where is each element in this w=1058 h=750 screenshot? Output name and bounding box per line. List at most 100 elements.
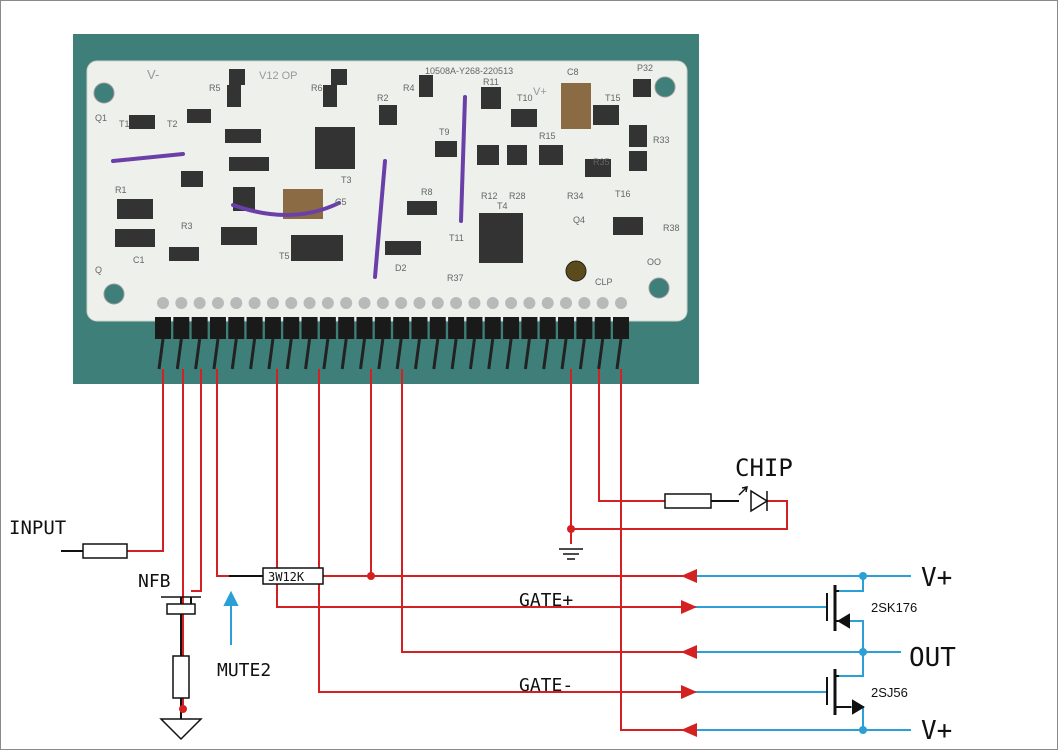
header-pin xyxy=(212,338,220,370)
header-pin-block xyxy=(228,317,245,339)
silk-ref: T11 xyxy=(449,233,464,243)
solder-pad xyxy=(358,297,371,309)
solder-pad xyxy=(431,297,444,309)
silk-ref: R4 xyxy=(403,83,415,93)
components xyxy=(82,486,769,741)
silk-ref: R11 xyxy=(483,77,499,87)
silk-ref: Q xyxy=(95,265,102,275)
silk-ref: R6 xyxy=(311,83,323,93)
header-pin-block xyxy=(411,317,428,339)
arrow-out xyxy=(681,645,697,659)
nfb-capacitor xyxy=(166,603,196,615)
solder-pad xyxy=(285,297,298,309)
solder-pad xyxy=(596,297,609,309)
blue-n-drain xyxy=(839,576,864,592)
silk-ref: C8 xyxy=(567,67,579,77)
header-pin xyxy=(230,338,238,370)
junction-dot xyxy=(367,572,375,580)
header-pin xyxy=(377,338,385,370)
header-pin xyxy=(157,338,165,370)
jumper-wires xyxy=(111,95,467,279)
silk-ref: C1 xyxy=(133,255,145,265)
silk-ref: T10 xyxy=(517,93,533,103)
solder-pad xyxy=(505,297,518,309)
header-pin xyxy=(450,338,458,370)
solder-pad xyxy=(193,297,206,309)
solder-pad xyxy=(468,297,481,309)
silk-ref: R12 xyxy=(481,191,498,201)
solder-pad xyxy=(157,297,169,309)
label-input: INPUT xyxy=(9,517,66,539)
silk-ref: R37 xyxy=(447,273,464,283)
header-pin-block xyxy=(374,317,391,339)
wire-input xyxy=(127,369,164,552)
mounting-hole xyxy=(654,76,676,98)
header-pin xyxy=(413,338,421,370)
arrowheads xyxy=(681,569,697,737)
board-code: 10508A-Y268-220513 xyxy=(425,66,513,76)
red-wires xyxy=(127,369,788,731)
silk-ref: T4 xyxy=(497,201,508,211)
solder-pad xyxy=(376,297,389,309)
fet-arrow xyxy=(852,699,865,715)
pcb-photo: 10508A-Y268-220513 V- V12 OP V+ Q1 T1 T2… xyxy=(73,34,699,384)
header-pin xyxy=(615,338,623,370)
wire-out xyxy=(401,369,691,653)
blue-wires xyxy=(691,575,911,731)
silk-ref: T3 xyxy=(341,175,352,185)
arrow-gate-plus xyxy=(681,600,697,614)
header-pin xyxy=(468,338,476,370)
header-pin xyxy=(175,338,183,370)
header-pin xyxy=(432,338,440,370)
pin-header xyxy=(155,297,629,370)
header-pin xyxy=(523,338,531,370)
silk-ref: Q1 xyxy=(95,113,107,123)
silk-ref: T15 xyxy=(605,93,621,103)
silk-ref: R5 xyxy=(209,83,221,93)
silk-ref: R15 xyxy=(539,131,556,141)
silk-ref: CLP xyxy=(595,277,613,287)
solder-pad xyxy=(248,297,261,309)
solder-pad xyxy=(450,297,463,309)
header-pin xyxy=(597,338,605,370)
header-pin xyxy=(487,338,495,370)
solder-pad xyxy=(541,297,554,309)
fet-2sj56 xyxy=(826,669,865,715)
header-pin xyxy=(304,338,312,370)
header-pin-block xyxy=(594,317,611,339)
arrow-gate-minus xyxy=(681,685,697,699)
header-pin xyxy=(542,338,550,370)
silk-ref: R2 xyxy=(377,93,389,103)
header-pin-block xyxy=(503,317,520,339)
header-pin xyxy=(194,338,202,370)
label-nfb: NFB xyxy=(138,571,171,592)
header-pin-block xyxy=(283,317,300,339)
header-pin xyxy=(249,338,257,370)
solder-pad xyxy=(230,297,243,309)
silk-ref: R34 xyxy=(567,191,584,201)
solder-pad xyxy=(395,297,408,309)
silk-ref: T5 xyxy=(279,251,290,261)
header-pin xyxy=(359,338,367,370)
solder-pad xyxy=(211,297,224,309)
label-gate-minus: GATE- xyxy=(519,675,573,696)
wire-mute xyxy=(216,369,263,577)
silk-ref: R33 xyxy=(653,135,670,145)
label-gate-plus: GATE+ xyxy=(519,590,573,611)
wire-vplus-bottom xyxy=(620,369,691,731)
header-pin-block xyxy=(558,317,575,339)
solder-pad xyxy=(486,297,499,309)
header-pin-block xyxy=(613,317,629,339)
solder-pad xyxy=(578,297,591,309)
header-pin-block xyxy=(539,317,556,339)
header-pin-block xyxy=(576,317,593,339)
header-pin-block xyxy=(484,317,501,339)
wire-chip-return xyxy=(571,500,788,530)
label-3w12k: 3W12K xyxy=(268,570,305,584)
junction-dot xyxy=(859,726,867,734)
fet-arrow xyxy=(837,613,850,629)
blue-source-link xyxy=(839,620,864,677)
nfb-resistor xyxy=(172,655,190,699)
solder-pad xyxy=(560,297,573,309)
